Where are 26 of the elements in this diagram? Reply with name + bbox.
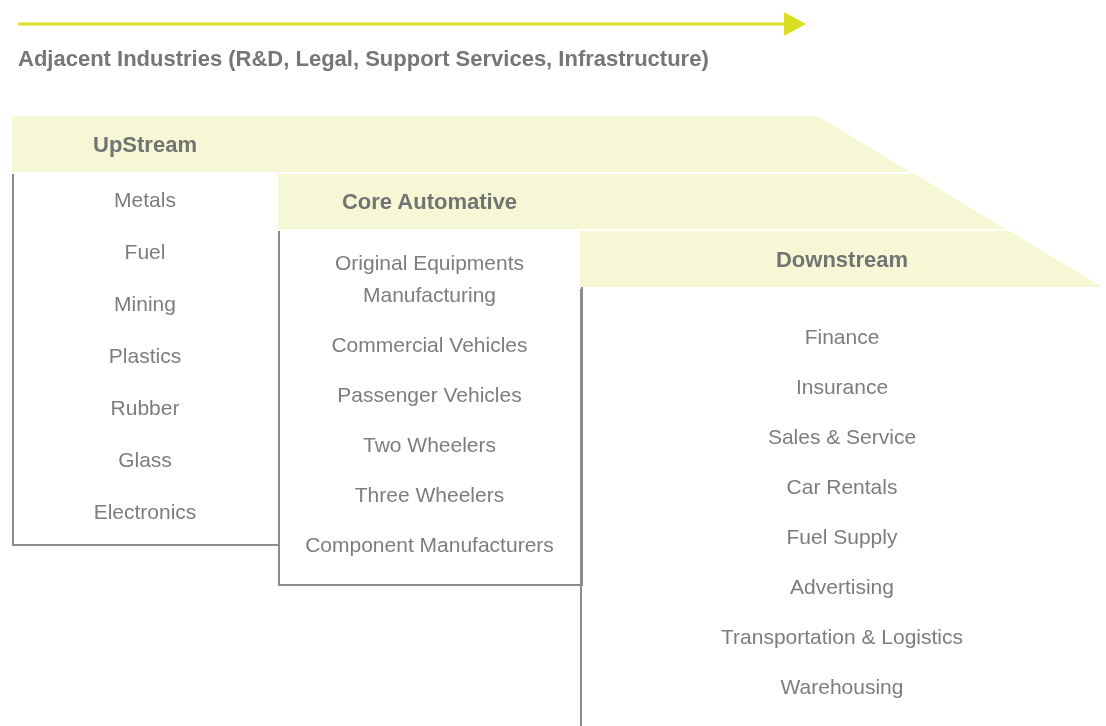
industry-item: Electronics <box>92 499 198 525</box>
industry-item: Glass <box>117 447 173 473</box>
industry-item: Two Wheelers <box>361 432 497 458</box>
industry-item: Three Wheelers <box>353 482 506 508</box>
industry-item: Fuel <box>123 239 167 265</box>
caption-text: Adjacent Industries (R&D, Legal, Support Services, Infrastructure) <box>18 45 709 73</box>
industry-item: Original Equipments Manufacturing <box>333 250 526 308</box>
industry-item: Insurance <box>794 374 890 400</box>
industry-item: Car Rentals <box>785 474 899 500</box>
industry-item: Fuel Supply <box>785 524 899 550</box>
column-heading: Core Automative <box>341 188 518 216</box>
industry-item: Sales & Service <box>766 424 918 450</box>
industry-item: Passenger Vehicles <box>336 382 523 408</box>
industry-item: Commercial Vehicles <box>330 332 529 358</box>
industry-item: Warehousing <box>779 674 905 700</box>
industry-item: Metals <box>113 187 177 213</box>
industry-item: Rubber <box>109 395 181 421</box>
column-panel <box>580 231 1102 726</box>
industry-item: Mining <box>113 291 177 317</box>
column-heading: Downstream <box>775 245 908 274</box>
industry-item: Plastics <box>107 343 183 369</box>
industry-item: Finance <box>803 324 881 350</box>
industry-item: Transportation & Logistics <box>720 624 964 650</box>
column-heading: UpStream <box>93 130 197 159</box>
industry-item: Component Manufacturers <box>304 532 555 558</box>
industry-item: Advertising <box>789 574 895 600</box>
